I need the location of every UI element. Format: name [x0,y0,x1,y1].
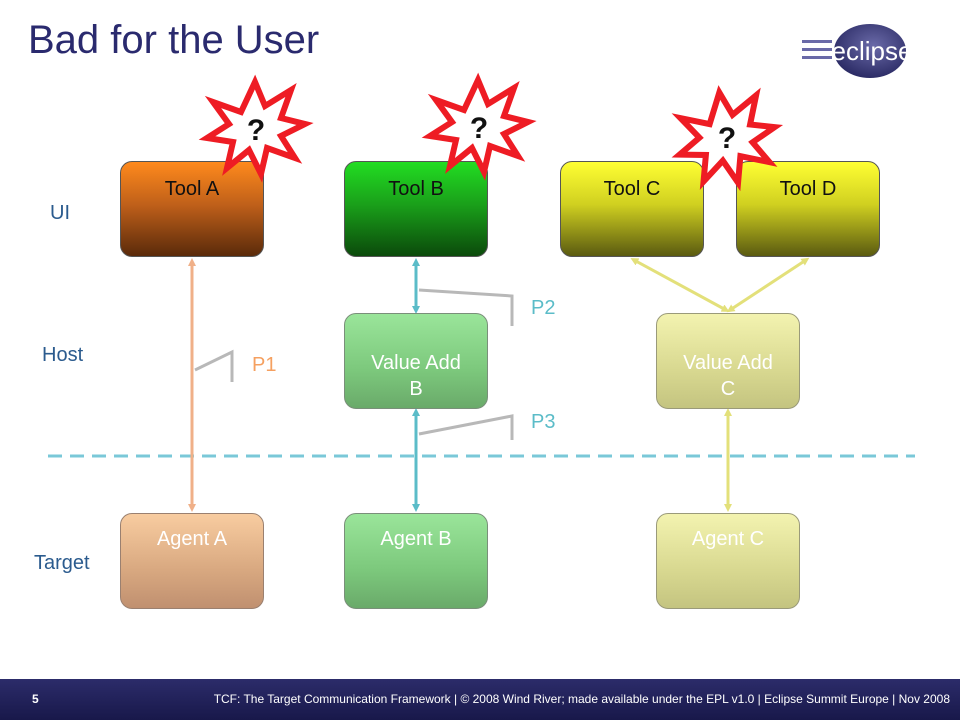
tool-a-box: Tool A [120,161,264,257]
agent-c-box: Agent C [656,513,800,609]
agent-b-label: Agent B [380,528,452,550]
tool-a-label: Tool A [164,178,220,200]
tool-d-label: Tool D [779,178,837,200]
p1-bracket [194,349,234,382]
tool-c-label: Tool C [603,178,661,200]
burst-a-text: ? [246,114,266,147]
value-add-c-box: Value Add C [656,313,800,409]
tool-b-label: Tool B [388,178,444,200]
layer-label-target: Target [34,552,90,574]
footer-text: TCF: The Target Communication Framework … [213,692,950,706]
arrow-tool-c-value-add-c [630,258,730,312]
protocol-label-p1: P1 [252,354,277,376]
slide-title: Bad for the User [28,18,320,62]
burst-b-text: ? [469,112,489,145]
burst-c-text: ? [717,122,737,155]
agent-c-label: Agent C [691,528,765,550]
layer-label-ui: UI [50,202,70,224]
burst-c-icon [671,85,784,192]
protocol-label-p3: P3 [531,411,556,433]
svg-text:eclipse: eclipse [832,36,913,66]
agent-b-box: Agent B [344,513,488,609]
value-add-c-label: Value Add C [683,352,773,400]
arrow-tool-d-value-add-c [726,257,810,313]
p3-bracket [418,414,514,440]
eclipse-logo: eclipse [802,24,913,78]
burst-b-icon [421,72,537,181]
tool-d-box: Tool D [736,161,880,257]
footer-bar: 5 TCF: The Target Communication Framewor… [0,679,960,720]
agent-a-label: Agent A [156,528,228,550]
tool-c-box: Tool C [560,161,704,257]
burst-a-icon [198,74,314,183]
protocol-label-p2: P2 [531,297,556,319]
layer-label-host: Host [42,344,84,366]
value-add-b-box: Value Add B [344,313,488,409]
page-number: 5 [32,692,39,706]
p2-bracket [418,288,514,326]
agent-a-box: Agent A [120,513,264,609]
value-add-b-label: Value Add B [371,352,461,400]
tool-b-box: Tool B [344,161,488,257]
